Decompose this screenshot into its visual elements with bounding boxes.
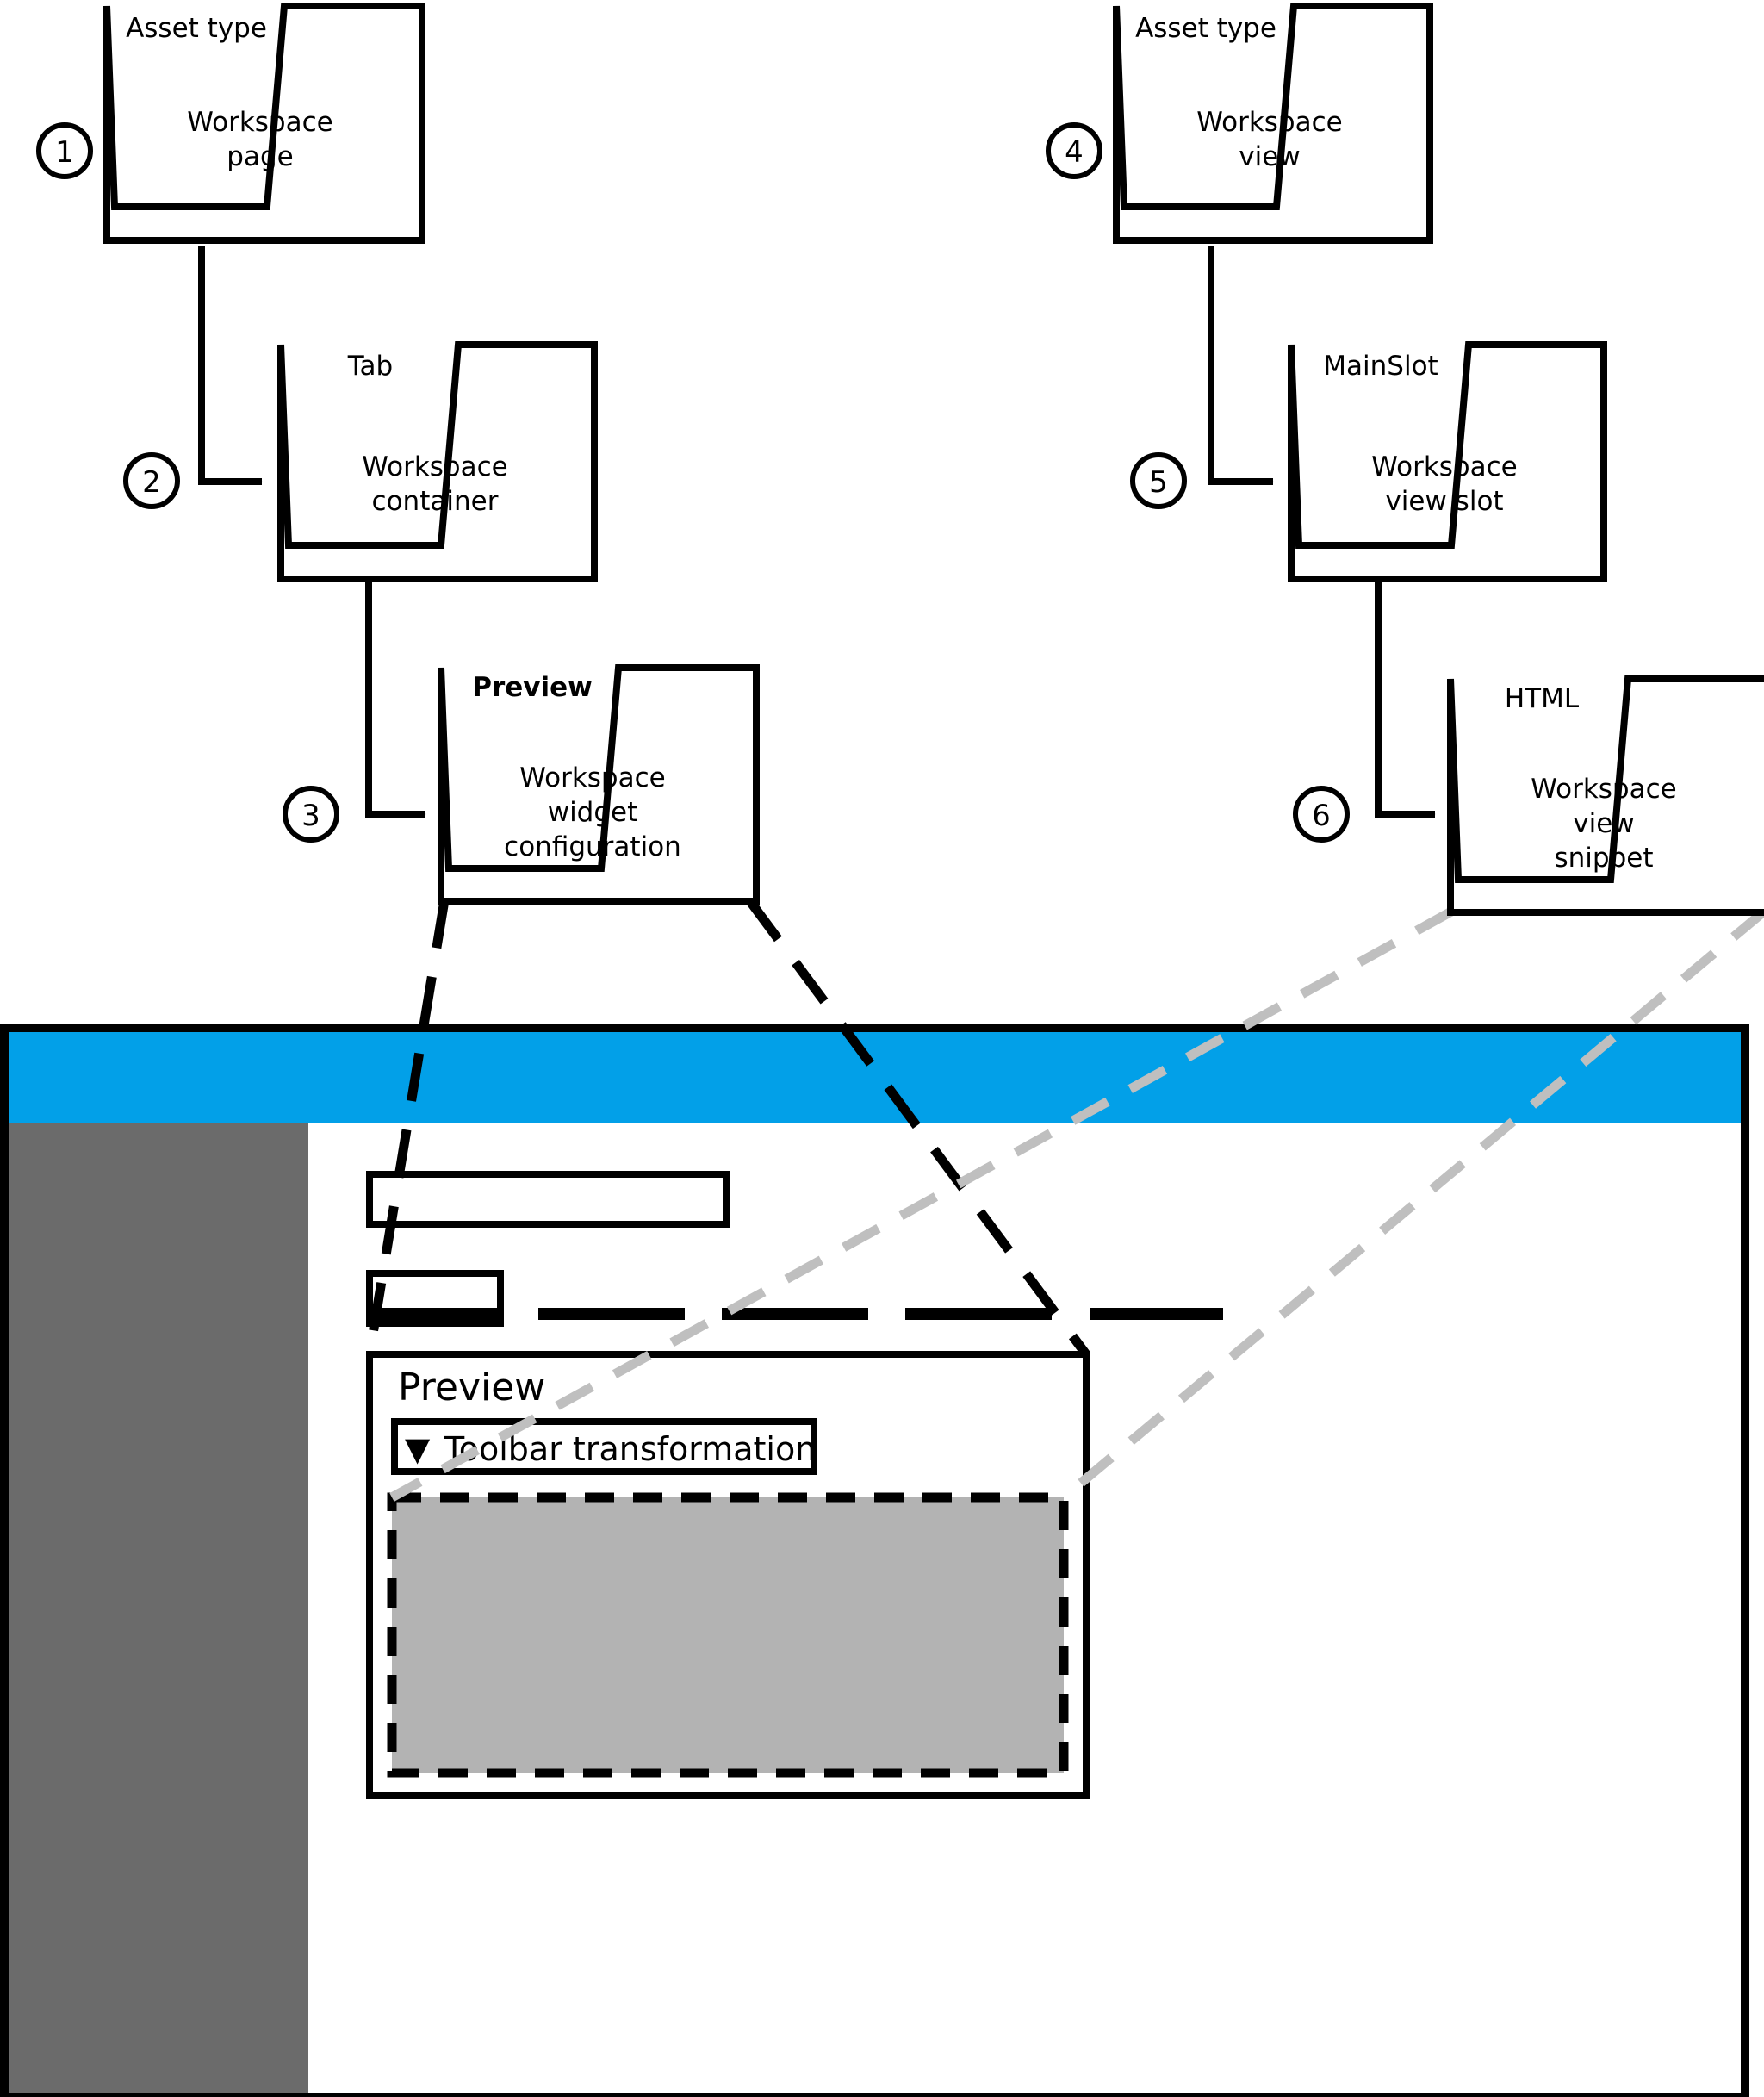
step-badge-2-number: 2	[142, 465, 161, 500]
node-workspace-view-slot-body-line-2: view slot	[1385, 486, 1503, 517]
step-badge-3-number: 3	[301, 799, 320, 833]
dropdown-caret-icon[interactable]: ▼	[405, 1430, 431, 1468]
mockup-title-field[interactable]	[366, 1171, 730, 1228]
step-badge-5: 5	[1130, 452, 1187, 509]
node-workspace-view-shape	[1113, 3, 1433, 244]
node-workspace-widget-configuration-tab-label: Preview	[472, 672, 593, 703]
node-workspace-view-body-line-1: Workspace	[1196, 107, 1342, 138]
node-workspace-page-shape	[103, 3, 425, 244]
step-badge-2: 2	[123, 452, 180, 509]
mockup-sidebar[interactable]	[9, 1123, 308, 2093]
step-badge-1-number: 1	[55, 135, 74, 170]
arrow-container-to-widgetconfig	[365, 579, 426, 818]
node-workspace-page[interactable]: Asset type Workspace page	[103, 3, 425, 244]
node-workspace-view-slot-tab-label: MainSlot	[1323, 351, 1438, 382]
preview-heading: Preview	[398, 1366, 545, 1409]
node-workspace-view-tab-label: Asset type	[1135, 13, 1276, 44]
callout-line-widget-right	[745, 897, 1090, 1358]
mockup-dropdown-box[interactable]	[391, 1418, 817, 1475]
node-workspace-view-slot-body-line-1: Workspace	[1371, 451, 1517, 482]
mockup-header-bar	[9, 1032, 1741, 1123]
node-workspace-view-slot[interactable]: MainSlot Workspace view slot	[1288, 341, 1607, 582]
arrow-slot-to-snippet	[1375, 579, 1436, 818]
node-workspace-container[interactable]: Tab Workspace container	[277, 341, 598, 582]
arrow-page-to-container	[198, 246, 263, 485]
node-workspace-view[interactable]: Asset type Workspace view	[1113, 3, 1433, 244]
callout-line-snippet-right	[1060, 907, 1764, 1502]
node-workspace-page-body-line-2: page	[227, 141, 293, 172]
mockup-widget-placeholder[interactable]	[387, 1492, 1069, 1778]
node-workspace-container-body-line-2: container	[372, 486, 499, 517]
step-badge-3: 3	[283, 786, 339, 843]
step-badge-4-number: 4	[1065, 135, 1084, 170]
node-workspace-container-tab-label: Tab	[347, 351, 393, 382]
step-badge-1-circle	[36, 122, 93, 179]
node-workspace-view-body-line-2: view	[1239, 141, 1300, 172]
step-badge-4: 4	[1046, 122, 1102, 179]
step-badge-2-circle	[123, 452, 180, 509]
step-badge-6-number: 6	[1312, 799, 1331, 833]
step-badge-6-circle	[1293, 786, 1350, 843]
arrow-view-to-slot	[1208, 246, 1274, 485]
step-badge-6: 6	[1293, 786, 1350, 843]
node-workspace-view-snippet[interactable]: HTML Workspace view snippet	[1447, 675, 1764, 916]
step-badge-5-circle	[1130, 452, 1187, 509]
node-workspace-container-shape	[277, 341, 598, 582]
node-workspace-view-snippet-tab-label: HTML	[1505, 683, 1580, 714]
node-workspace-view-snippet-body-line-2: view	[1573, 808, 1634, 839]
node-workspace-view-snippet-body-line-1: Workspace	[1531, 774, 1676, 805]
node-workspace-view-snippet-shape	[1447, 675, 1764, 916]
step-badge-5-number: 5	[1149, 465, 1168, 500]
node-workspace-page-body-line-1: Workspace	[187, 107, 332, 138]
node-workspace-widget-configuration-body-line-3: configuration	[504, 831, 681, 862]
node-workspace-widget-configuration-body-line-2: widget	[548, 797, 638, 828]
node-workspace-container-body-line-1: Workspace	[362, 451, 507, 482]
node-workspace-view-slot-shape	[1288, 341, 1607, 582]
step-badge-4-circle	[1046, 122, 1102, 179]
callout-line-snippet-left	[389, 907, 1454, 1502]
node-workspace-widget-configuration-shape	[438, 664, 760, 905]
step-badge-3-circle	[283, 786, 339, 843]
node-workspace-widget-configuration[interactable]: Preview Workspace widget configuration	[438, 664, 760, 905]
node-workspace-view-snippet-body-line-3: snippet	[1555, 843, 1654, 874]
node-workspace-widget-configuration-body-line-1: Workspace	[519, 762, 665, 793]
node-workspace-page-tab-label: Asset type	[126, 13, 267, 44]
step-badge-1: 1	[36, 122, 93, 179]
